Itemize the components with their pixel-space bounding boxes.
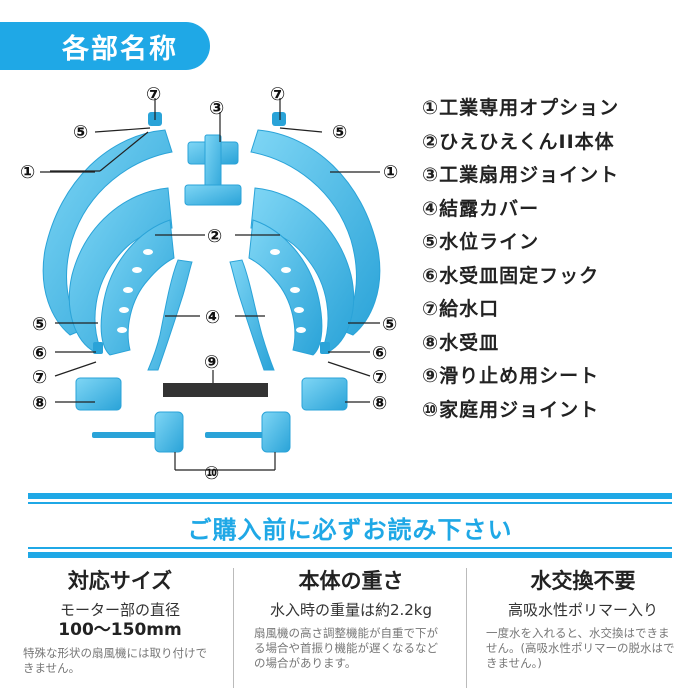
column-divider <box>466 568 467 688</box>
right-cover <box>229 259 275 371</box>
legend-item: ④結露カバー <box>422 197 540 220</box>
right-inlet <box>272 112 286 126</box>
label-7-left: ⑦ <box>146 84 161 105</box>
legend-item: ⑨滑り止め用シート <box>422 365 600 387</box>
leader-lines <box>40 98 380 471</box>
right-outer-arc <box>250 129 381 336</box>
label-7-left-bottom: ⑦ <box>32 367 47 388</box>
label-9: ⑨ <box>204 352 219 373</box>
column-subtext: モーター部の直径 <box>59 601 180 619</box>
info-column-weight: 本体の重さ 水入時の重量は約2.2kg 扇風機の高さ調整機能が自重で下がる場合や… <box>236 565 466 671</box>
legend-item: ③工業扇用ジョイント <box>422 164 620 186</box>
right-tip <box>320 342 330 354</box>
label-3: ③ <box>209 98 224 119</box>
left-tip <box>93 342 103 354</box>
legend-item: ⑧水受皿 <box>422 331 500 354</box>
label-5-right-bottom: ⑤ <box>382 314 397 335</box>
column-subtext: 水入時の重量は約2.2kg <box>269 601 433 619</box>
column-heading: 本体の重さ <box>298 569 404 593</box>
label-7-right: ⑦ <box>270 84 285 105</box>
label-5-left-bottom: ⑤ <box>32 314 47 335</box>
section-title-text: 各部名称 <box>62 33 178 65</box>
left-holes <box>117 249 153 333</box>
label-5-left-top: ⑤ <box>73 122 88 143</box>
legend-item: ②ひえひえくんII本体 <box>422 130 615 153</box>
parts-legend: ①工業専用オプション ②ひえひえくんII本体 ③工業扇用ジョイント ④結露カバー… <box>422 92 692 427</box>
label-4: ④ <box>205 307 220 328</box>
section-title: 各部名称 <box>0 22 210 70</box>
right-tray <box>301 377 348 411</box>
right-home-joint <box>205 411 291 453</box>
right-holes <box>270 249 306 333</box>
column-note: 特殊な形状の扇風機には取り付けできません。 <box>23 646 207 675</box>
banner-line-bottom <box>28 552 672 558</box>
column-subtext: 高吸水性ポリマー入り <box>507 601 658 619</box>
legend-item: ⑦給水口 <box>422 298 500 320</box>
banner-line-bottom-thin <box>28 547 672 549</box>
legend-item: ⑩家庭用ジョイント <box>422 398 600 421</box>
column-divider <box>233 568 234 688</box>
label-5-right-top: ⑤ <box>332 122 347 143</box>
label-6-right: ⑥ <box>372 343 387 364</box>
label-1-right: ① <box>383 162 398 183</box>
column-heading: 対応サイズ <box>67 569 173 593</box>
column-heading: 水交換不要 <box>530 569 636 593</box>
label-6-left: ⑥ <box>32 343 47 364</box>
left-tray <box>75 377 122 411</box>
notice-heading: ご購入前に必ずお読み下さい <box>187 516 513 544</box>
right-body-lower <box>248 219 323 356</box>
label-7-right-bottom: ⑦ <box>372 367 387 388</box>
legend-item: ①工業専用オプション <box>422 97 620 119</box>
parts-diagram: ⑦ ③ ⑦ ⑤ ⑤ ① ① ② ④ ⑤ ⑤ ⑥ ⑥ ⑨ ⑦ ⑦ ⑧ ⑧ ⑩ <box>20 84 398 480</box>
label-8-right: ⑧ <box>372 393 387 414</box>
anti-slip-sheet <box>163 383 268 397</box>
left-cover <box>147 259 193 371</box>
label-1-left: ① <box>20 162 35 183</box>
label-8-left: ⑧ <box>32 393 47 414</box>
number-labels: ⑦ ③ ⑦ ⑤ ⑤ ① ① ② ④ ⑤ ⑤ ⑥ ⑥ ⑨ ⑦ ⑦ ⑧ ⑧ ⑩ <box>20 84 398 480</box>
info-column-size: 対応サイズ モーター部の直径 100～150mm 特殊な形状の扇風機には取り付け… <box>5 565 235 676</box>
left-home-joint <box>92 411 184 453</box>
legend-item: ⑥水受皿固定フック <box>422 264 600 287</box>
left-outer-arc <box>42 129 173 336</box>
column-value: 100～150mm <box>58 620 182 640</box>
label-2: ② <box>207 226 222 247</box>
left-body-lower <box>100 219 175 356</box>
info-column-water: 水交換不要 高吸水性ポリマー入り 一度水を入れると、水交換はできません。(高吸水… <box>468 565 698 671</box>
banner-line-top <box>28 493 672 499</box>
column-note: 扇風機の高さ調整機能が自重で下がる場合や首振り機能が遅くなるなどの場合があります… <box>254 626 438 670</box>
banner-line-top-thin <box>28 502 672 504</box>
label-10: ⑩ <box>204 463 219 480</box>
joint-bottom <box>184 184 242 206</box>
legend-item: ⑤水位ライン <box>422 231 540 253</box>
column-note: 一度水を入れると、水交換はできません。(高吸水性ポリマーの脱水はできません。) <box>486 626 675 670</box>
